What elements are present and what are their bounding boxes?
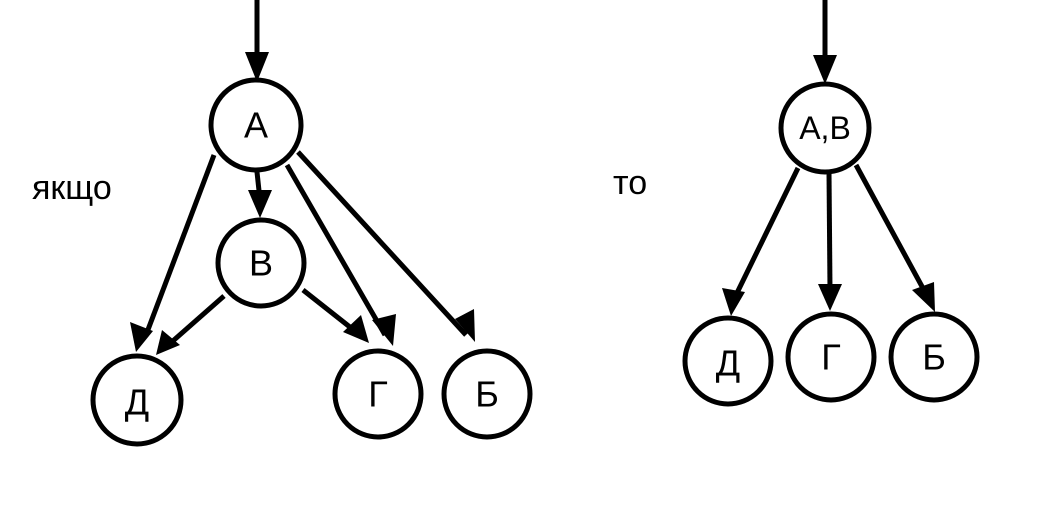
node-right-d: Д — [682, 315, 774, 407]
arrowhead-a-to-b — [455, 309, 475, 342]
edge-a-to-b — [296, 150, 468, 337]
node-v-label: В — [249, 243, 273, 284]
node-right-b-label: Б — [922, 337, 946, 378]
arrowhead-av-to-b — [912, 282, 935, 312]
arrowhead-v-to-d — [156, 330, 180, 355]
edge-av-to-d — [733, 166, 801, 297]
left-graph-nodes: А В Д Г Б — [90, 77, 533, 447]
right-graph-edges — [722, 0, 935, 316]
node-g: Г — [332, 348, 424, 440]
arrowhead-av-to-g — [818, 284, 842, 311]
edge-v-to-d — [164, 294, 226, 349]
if-label: якщо — [32, 169, 112, 207]
node-av: А,В — [778, 81, 872, 175]
arrowhead-right-entry — [813, 55, 837, 84]
arrowhead-av-to-d — [722, 288, 745, 316]
arrowhead-a-to-g — [372, 314, 396, 346]
edge-av-to-b — [853, 163, 928, 294]
node-g-label: Г — [368, 374, 388, 415]
left-graph-edges — [130, 0, 475, 355]
arrowhead-v-to-g — [343, 315, 369, 343]
node-b-label: Б — [475, 374, 499, 415]
edge-a-to-d — [143, 154, 217, 336]
node-right-b: Б — [888, 311, 980, 403]
edge-a-to-g — [284, 163, 388, 337]
arrowhead-left-entry — [245, 52, 269, 82]
node-a-label: А — [244, 105, 268, 146]
node-right-g-label: Г — [821, 337, 841, 378]
edge-av-to-g — [826, 171, 833, 291]
node-right-d-label: Д — [716, 343, 740, 384]
node-v: В — [215, 217, 307, 309]
node-a: А — [208, 77, 304, 173]
node-av-label: А,В — [799, 110, 851, 146]
node-right-g: Г — [785, 311, 877, 403]
node-d: Д — [90, 353, 184, 447]
node-d-label: Д — [125, 382, 149, 423]
arrowhead-a-to-v — [248, 190, 272, 218]
right-graph-nodes: А,В Д Г Б — [682, 81, 980, 407]
then-label: то — [613, 164, 647, 202]
node-b: Б — [441, 348, 533, 440]
arrowhead-a-to-d — [130, 322, 153, 352]
